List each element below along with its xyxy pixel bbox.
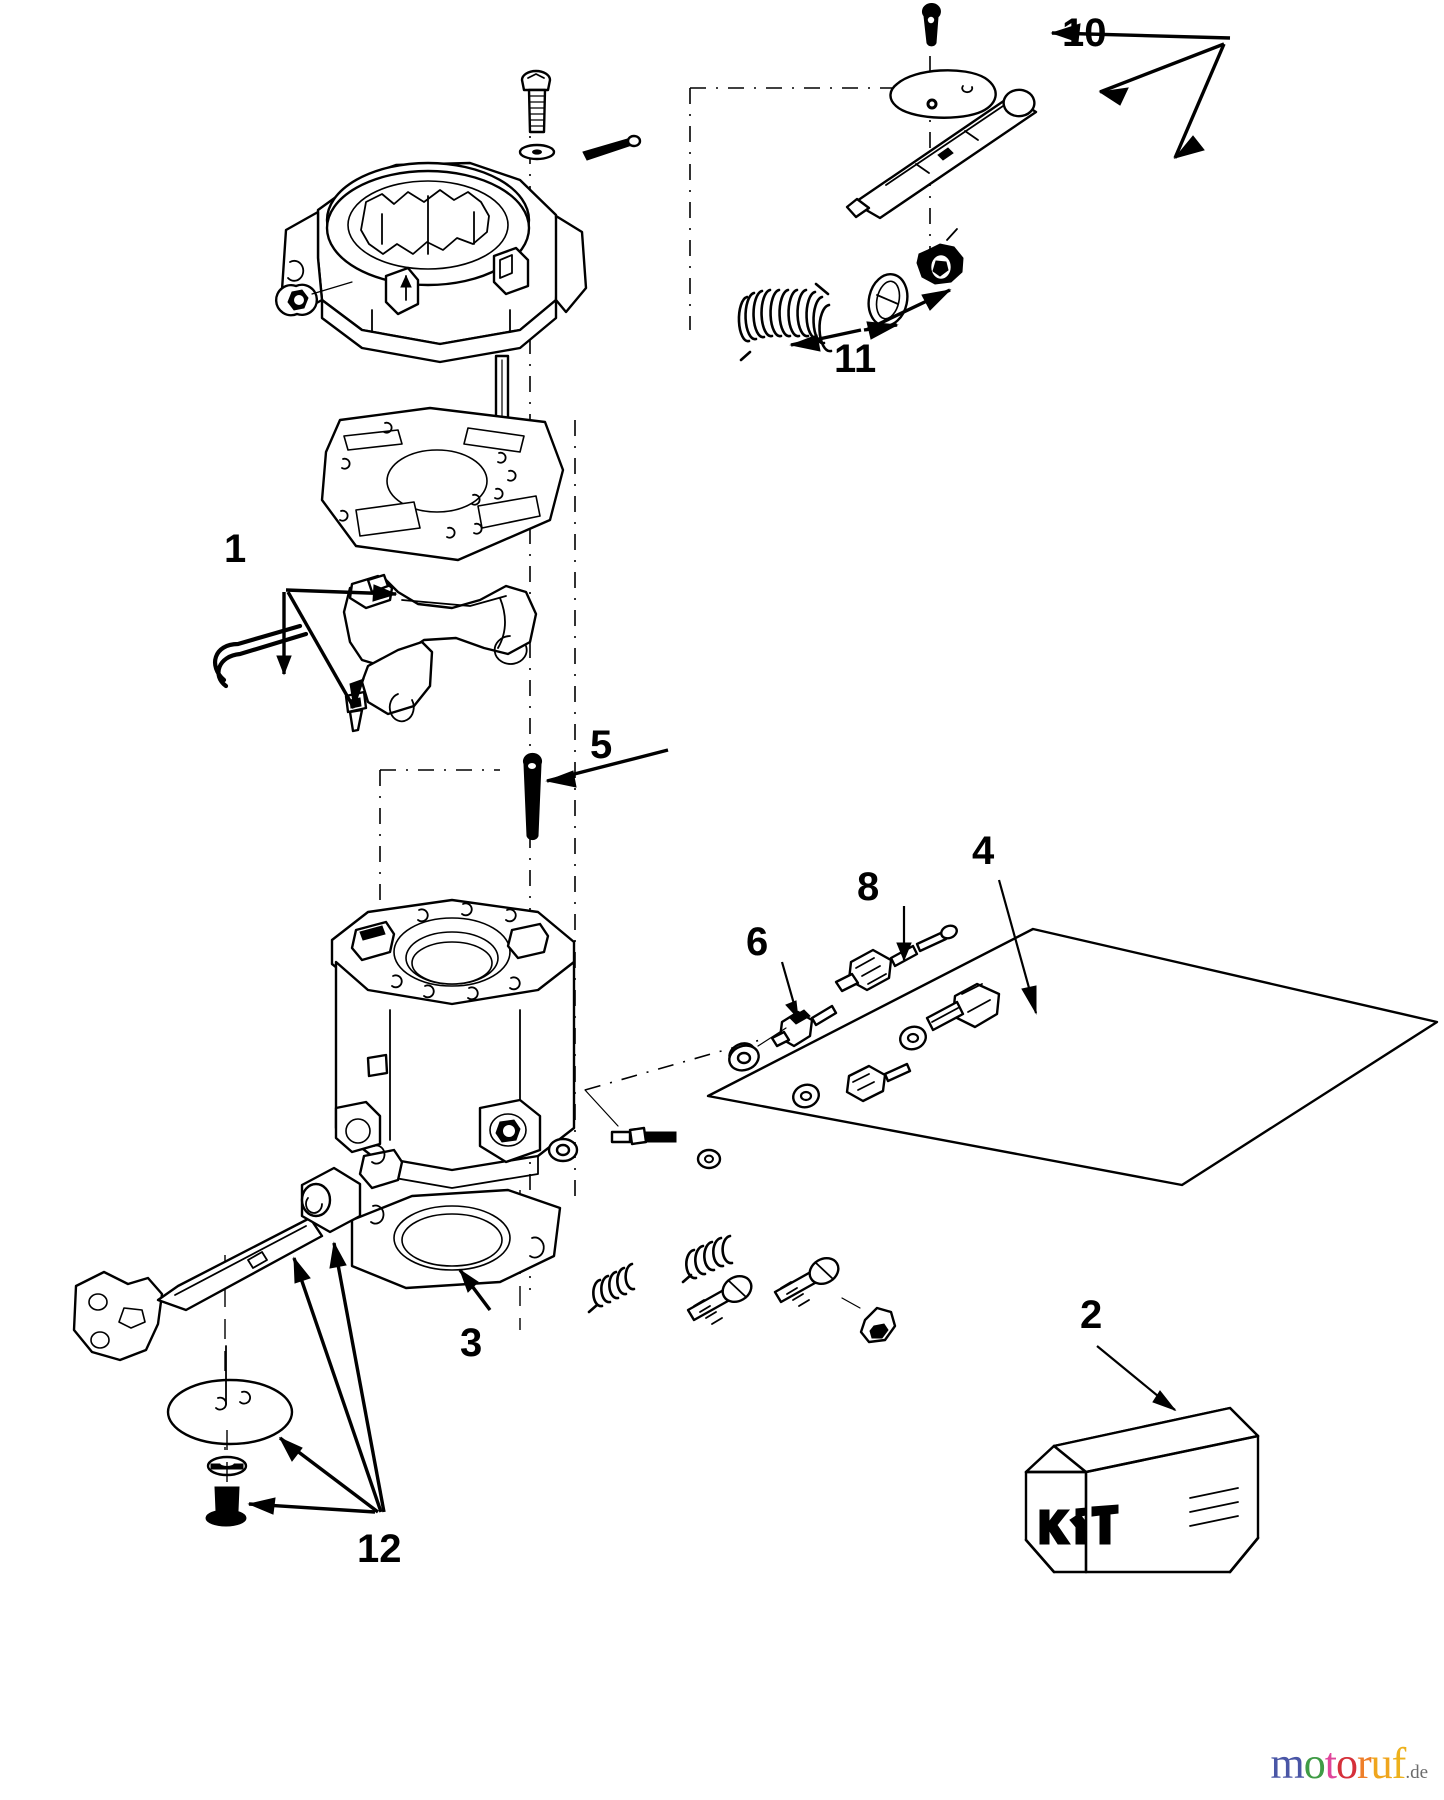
bowl-screw-2 <box>773 1256 840 1307</box>
throttle-link-pin <box>582 134 642 161</box>
callout-label-11: 11 <box>834 337 876 381</box>
logo-letter-t: t <box>1324 1739 1337 1788</box>
main-nozzle-pin <box>523 748 669 841</box>
kit-washer-2 <box>792 1083 820 1109</box>
choke-shaft <box>156 1216 324 1312</box>
logo-letter-o2: o <box>1336 1739 1358 1788</box>
callout-2-leaders <box>1096 1345 1177 1412</box>
logo-letter-f: f <box>1391 1739 1407 1788</box>
logo-letter-r: r <box>1357 1739 1372 1788</box>
callout-labels: 1 2 3 4 5 6 8 10 11 12 <box>224 11 1107 1571</box>
callout-label-2: 2 <box>1080 1293 1102 1337</box>
callout-label-12: 12 <box>357 1527 402 1571</box>
logo-suffix: .de <box>1405 1762 1428 1783</box>
kit-washer-3 <box>899 1025 927 1051</box>
mixture-spring <box>681 1234 734 1284</box>
choke-shaft-bushing <box>300 1166 362 1234</box>
callout-12-leaders <box>247 1241 386 1515</box>
idle-spring-small <box>587 1262 636 1314</box>
callout-6-leaders <box>780 961 800 1020</box>
throttle-shaft-washer <box>867 273 909 327</box>
bowl-screw-1 <box>686 1274 753 1325</box>
choke-shaft-group <box>72 1166 386 1527</box>
throttle-plate-disc <box>889 69 997 119</box>
gasket-kit-plate <box>706 879 1439 1187</box>
kit-box-lettering <box>1039 1504 1119 1545</box>
callout-label-1: 1 <box>224 527 246 571</box>
bowl-jet-parts <box>547 1089 722 1170</box>
throttle-plate-group <box>845 3 1231 220</box>
choke-disc <box>166 1345 294 1446</box>
body-gasket <box>320 406 565 562</box>
callout-3-leaders <box>458 1268 492 1312</box>
logo-letter-m: m <box>1270 1739 1305 1788</box>
callout-label-5: 5 <box>590 723 612 767</box>
spring-clip <box>841 1297 897 1344</box>
kit-jet-1 <box>845 1062 912 1103</box>
intake-gasket <box>350 1188 562 1312</box>
logo-letter-o1: o <box>1303 1739 1326 1788</box>
callout-label-6: 6 <box>746 920 768 964</box>
logo-letter-u: u <box>1370 1739 1393 1788</box>
callout-4-leaders <box>997 879 1038 1015</box>
throttle-shaft <box>845 88 1038 220</box>
throttle-shaft-retainer <box>916 228 964 285</box>
high-speed-mixture-screw <box>834 906 958 993</box>
float-assembly <box>213 573 538 733</box>
callout-label-4: 4 <box>972 829 995 873</box>
callout-10-leaders <box>1050 23 1231 159</box>
upper-body-screw <box>518 69 556 161</box>
choke-lever-plate <box>72 1270 164 1362</box>
choke-screw <box>205 1486 247 1527</box>
callout-8-leaders <box>896 906 912 962</box>
lower-fasteners <box>587 1234 897 1344</box>
callout-1-leaders <box>276 584 398 709</box>
callout-label-10: 10 <box>1062 11 1107 55</box>
kit-washer-1 <box>728 1044 760 1072</box>
throttle-bore <box>325 161 531 287</box>
callout-label-3: 3 <box>460 1321 482 1365</box>
upper-carburetor-body <box>274 161 588 364</box>
lower-carburetor-body <box>330 898 576 1190</box>
throttle-spring-group <box>737 228 964 362</box>
kit-bolt <box>925 982 1001 1032</box>
repair-kit-box <box>1024 1345 1260 1574</box>
callout-11-leaders <box>789 288 952 352</box>
callout-5-leaders <box>545 748 669 788</box>
throttle-plate-screw <box>921 3 941 47</box>
motoruf-watermark-logo: motoruf.de <box>1271 1742 1428 1786</box>
callout-label-8: 8 <box>857 865 879 909</box>
